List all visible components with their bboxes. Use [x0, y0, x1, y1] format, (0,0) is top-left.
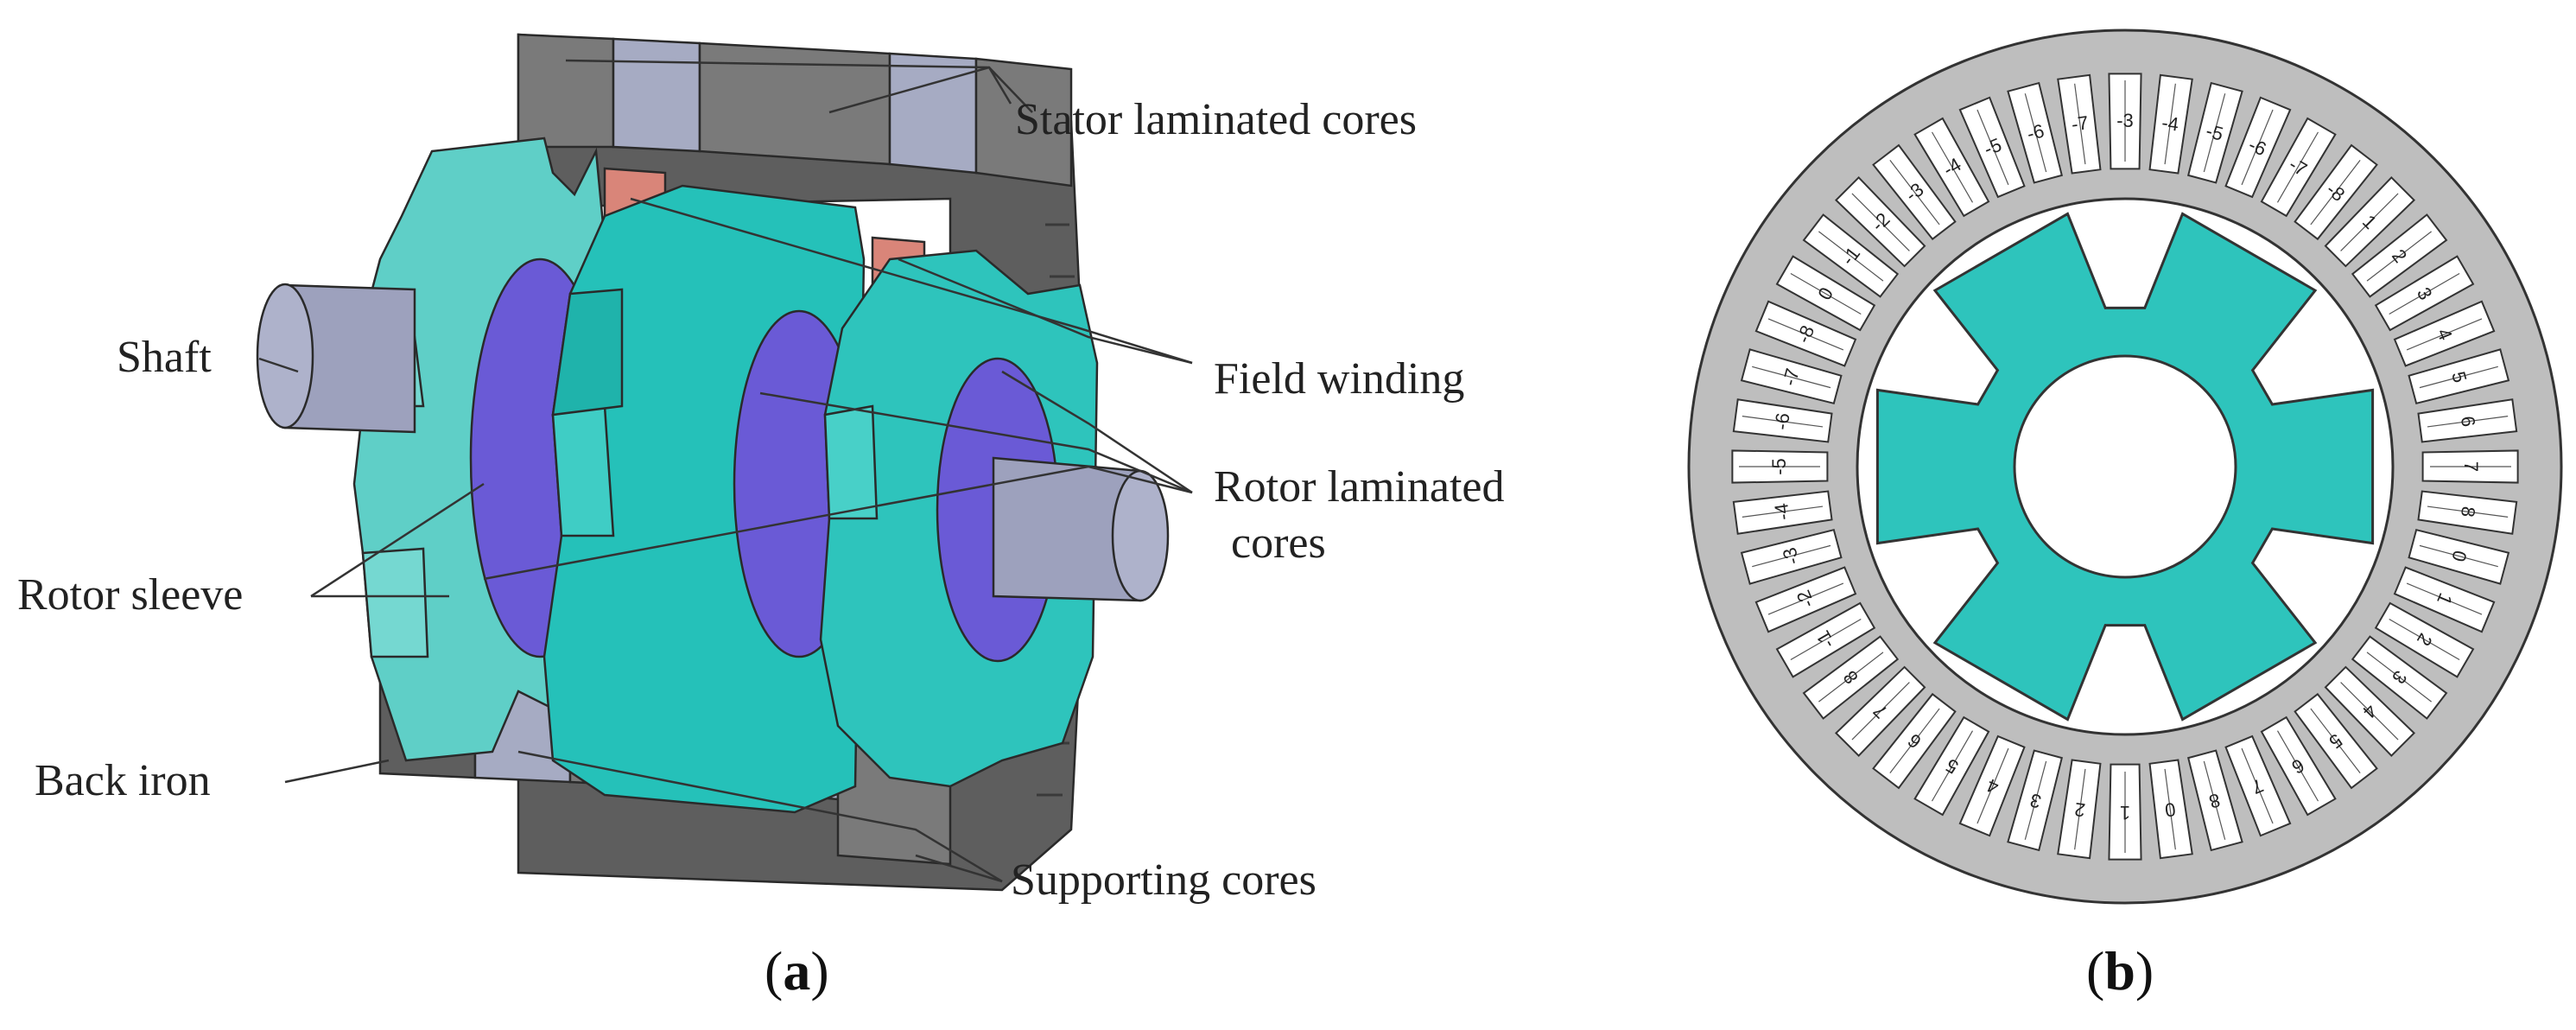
- slot-number: 8: [2457, 505, 2479, 518]
- slot-number: 1: [2120, 802, 2130, 823]
- stator-top-row: [517, 33, 1073, 188]
- slot-divider: [2276, 730, 2319, 802]
- label-rotor-sleeve: Rotor sleeve: [17, 570, 243, 620]
- stator-slot: [2186, 81, 2243, 184]
- slot-divider: [1767, 318, 1844, 351]
- stator-slot: [2057, 73, 2102, 175]
- stator-slot: [2408, 528, 2510, 585]
- slot-divider: [1889, 160, 1940, 226]
- slot-divider: [2427, 416, 2509, 428]
- slot-divider: [2427, 505, 2509, 518]
- slot-divider: [2310, 160, 2361, 226]
- slot-divider: [1976, 747, 2009, 824]
- stator-slot: [2393, 566, 2496, 633]
- leader-lines: [258, 59, 1193, 883]
- stator-slot: [1958, 734, 2026, 837]
- slot-divider: [2389, 272, 2460, 315]
- stator-slot: [2393, 300, 2496, 367]
- slot-divider: [2074, 83, 2086, 165]
- slot-divider: [1752, 544, 1831, 568]
- stator-slot: [1754, 566, 1857, 633]
- stator-slot: [1754, 300, 1857, 367]
- slot-divider: [2276, 131, 2319, 203]
- slot-number: -5: [1768, 458, 1790, 475]
- label-shaft: Shaft: [117, 333, 212, 382]
- stator-slot: [2186, 749, 2243, 852]
- slot-number: 6: [2457, 415, 2479, 428]
- stator-slot: [2408, 348, 2510, 405]
- slot-divider: [2203, 760, 2226, 840]
- panel-b-cross-section: -3-4-5-6-7-812345678012345678012345678-1…: [1687, 29, 2563, 1001]
- stator-slot: [2417, 398, 2518, 443]
- slot-divider: [2024, 760, 2047, 840]
- slot-divider: [2419, 544, 2498, 568]
- stator-slot: [1740, 528, 1843, 585]
- slot-divider: [2419, 366, 2498, 389]
- slot-divider: [1752, 366, 1831, 389]
- slot-divider: [1851, 193, 1910, 251]
- slot-number: 0: [2164, 798, 2177, 821]
- slot-divider: [2366, 652, 2432, 703]
- stator-slot: [1958, 96, 2026, 199]
- slot-divider: [1742, 416, 1824, 428]
- slot-divider: [1889, 708, 1940, 773]
- label-rotor-cores: cores: [1231, 518, 1326, 568]
- stator-slot: [2148, 759, 2193, 860]
- slot-divider: [1976, 109, 2009, 186]
- shaft-bore: [2013, 354, 2237, 579]
- slot-divider: [1767, 582, 1844, 615]
- caption-a: (a): [765, 940, 829, 1001]
- stator-slots: -3-4-5-6-7-812345678012345678012345678-1…: [1731, 73, 2519, 861]
- slot-divider: [2340, 682, 2399, 741]
- slot-divider: [2310, 708, 2361, 773]
- slot-divider: [2164, 83, 2176, 165]
- slot-number: 2: [2073, 798, 2086, 821]
- slot-divider: [1790, 618, 1862, 661]
- label-back-iron: Back iron: [35, 756, 211, 805]
- stator-slot: [2148, 73, 2193, 175]
- stator-slot: [1740, 348, 1843, 405]
- slot-number: -6: [1770, 411, 1793, 431]
- label-stator-laminated-cores: Stator laminated cores: [1015, 95, 1417, 144]
- panel-a-3d-model: Stator laminated cores Shaft Field windi…: [17, 33, 1504, 1001]
- slot-divider: [1790, 272, 1862, 315]
- slot-divider: [2366, 231, 2432, 282]
- slot-divider: [2406, 318, 2483, 351]
- slot-divider: [2406, 582, 2483, 615]
- slot-divider: [2074, 768, 2086, 850]
- slot-divider: [2241, 109, 2274, 186]
- stator-slot: [1732, 490, 1833, 535]
- stator-slot: [2007, 749, 2064, 852]
- stator-slot: [1732, 398, 1833, 443]
- slot-number: -4: [1770, 502, 1793, 522]
- label-field-winding: Field winding: [1214, 354, 1464, 404]
- slot-divider: [2164, 768, 2176, 850]
- slot-number: 7: [2460, 461, 2482, 472]
- label-rotor-laminated: Rotor laminated: [1214, 462, 1504, 512]
- slot-divider: [1742, 505, 1824, 518]
- caption-b: (b): [2086, 940, 2154, 1001]
- slot-divider: [2203, 93, 2226, 173]
- slot-divider: [2340, 193, 2399, 251]
- slot-divider: [1931, 131, 1974, 203]
- stator-slot: [2007, 81, 2064, 184]
- label-supporting-cores: Supporting cores: [1011, 855, 1317, 905]
- slot-number: -4: [2160, 111, 2180, 135]
- slot-divider: [1931, 730, 1974, 802]
- slot-divider: [1818, 231, 1884, 282]
- slot-number: -3: [2116, 110, 2134, 131]
- slot-divider: [1818, 652, 1884, 703]
- slot-divider: [2024, 93, 2047, 173]
- stator-slot: [2224, 96, 2292, 199]
- slot-divider: [2241, 747, 2274, 824]
- slot-divider: [2389, 618, 2460, 661]
- stator-slot: [2417, 490, 2518, 535]
- slot-number: -7: [2070, 111, 2090, 135]
- slot-divider: [1851, 682, 1910, 741]
- stator-slot: [2224, 734, 2292, 837]
- stator-slot: [2057, 759, 2102, 860]
